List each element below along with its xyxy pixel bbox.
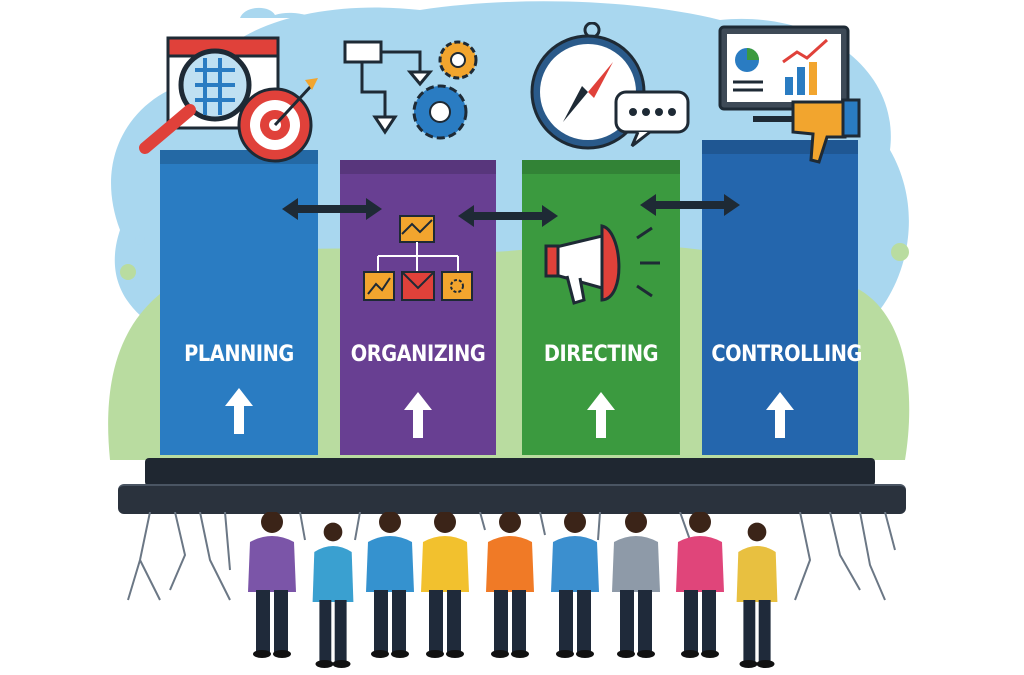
monitor-chart-thumbs-down-icon xyxy=(718,25,861,164)
org-chart-icon xyxy=(363,215,473,301)
person xyxy=(312,522,354,668)
person xyxy=(366,512,414,658)
person xyxy=(736,522,778,668)
person xyxy=(612,512,660,658)
double-arrow-icon xyxy=(640,194,740,216)
double-arrow-icon xyxy=(282,198,382,220)
person xyxy=(421,512,469,658)
pillar-planning: PLANNING xyxy=(160,150,318,455)
up-arrow-icon xyxy=(225,388,253,434)
double-arrow-icon xyxy=(458,205,558,227)
compass-speech-icon xyxy=(530,22,690,150)
roots xyxy=(127,512,896,601)
pillar-label: ORGANIZING xyxy=(350,342,486,367)
flowchart-gears-icon xyxy=(343,40,478,140)
pillar-label: CONTROLLING xyxy=(711,342,862,367)
up-arrow-icon xyxy=(766,392,794,438)
people-and-roots xyxy=(127,512,896,668)
person xyxy=(248,512,296,658)
platform-base xyxy=(118,484,906,514)
calendar-magnifier-target-icon xyxy=(139,36,318,163)
megaphone-icon xyxy=(544,224,660,305)
up-arrow-icon xyxy=(404,392,432,438)
pillar-controlling: CONTROLLING xyxy=(702,140,862,455)
pillar-label: DIRECTING xyxy=(543,342,659,367)
platform-top xyxy=(145,458,875,486)
pillar-label: PLANNING xyxy=(184,342,294,367)
person xyxy=(551,512,599,658)
up-arrow-icon xyxy=(587,392,615,438)
person xyxy=(486,512,534,658)
person xyxy=(676,512,724,658)
